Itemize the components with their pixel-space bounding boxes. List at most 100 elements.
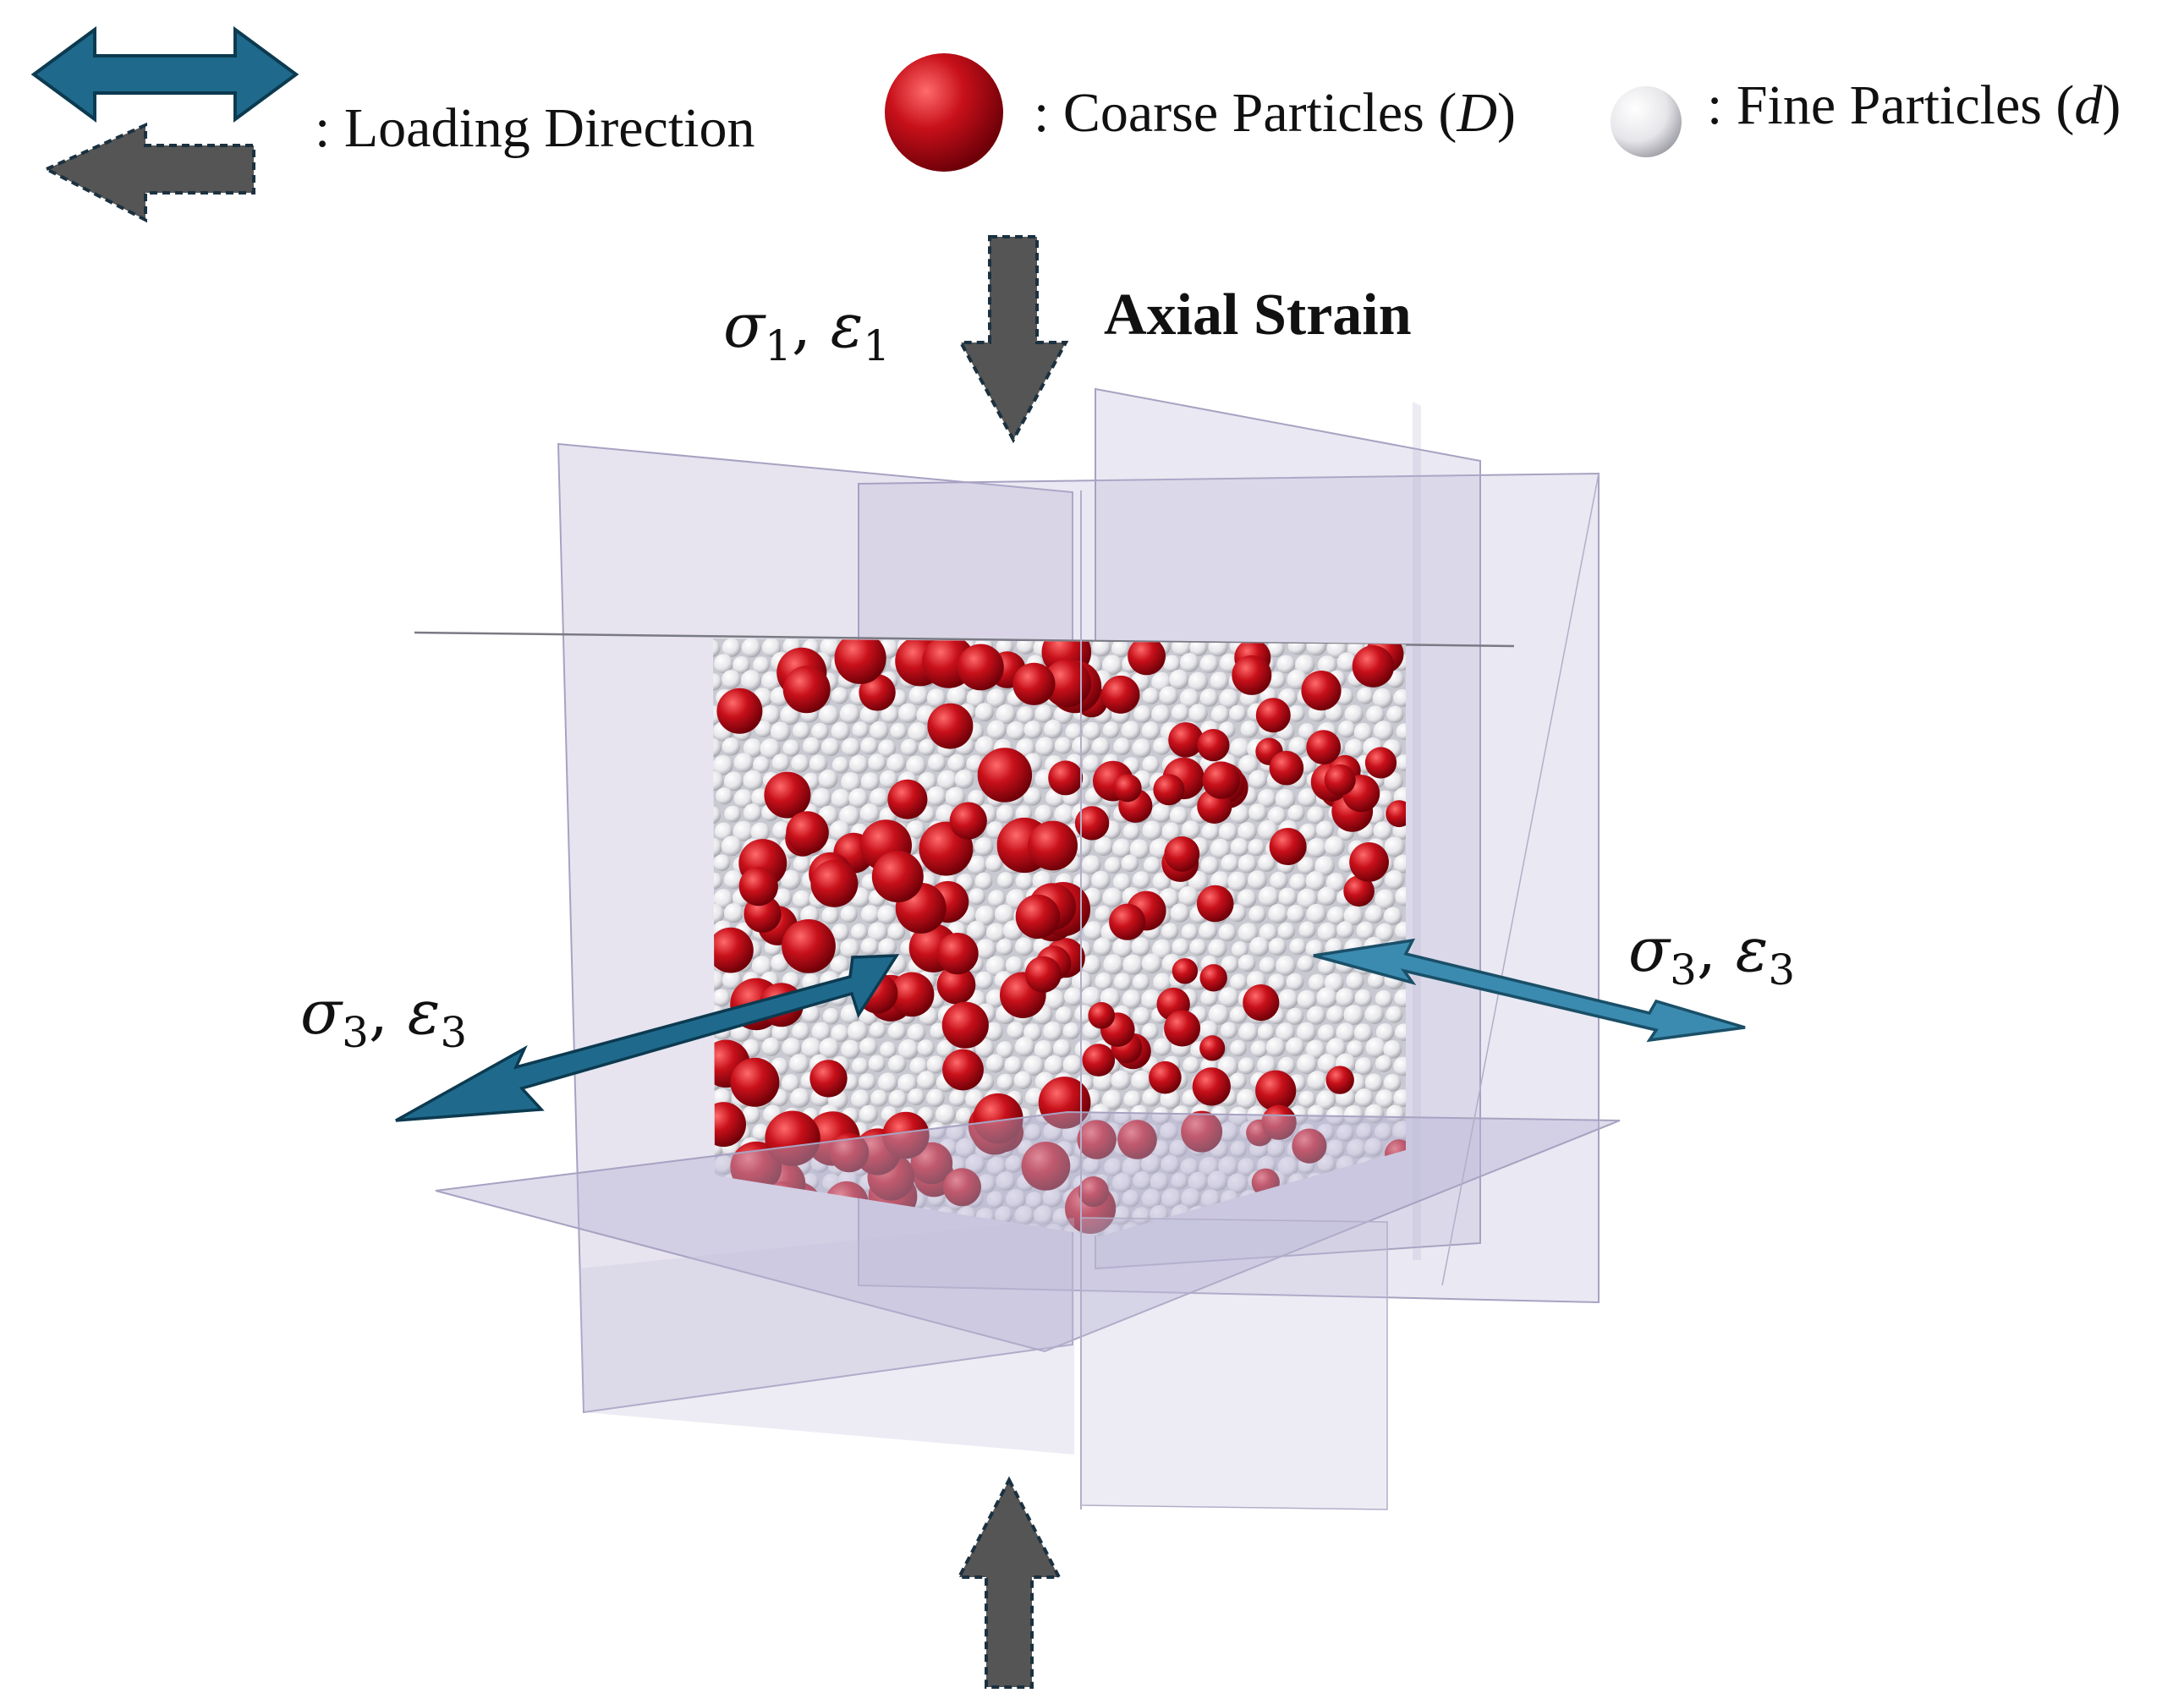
fine-particle xyxy=(1228,1106,1249,1127)
coarse-particle xyxy=(1269,828,1307,865)
fine-particle xyxy=(1006,1189,1026,1209)
fine-particle xyxy=(1353,1023,1373,1042)
fine-particle xyxy=(1180,653,1199,672)
fine-particle xyxy=(1287,804,1305,822)
fine-particle xyxy=(753,756,770,774)
fine-particle xyxy=(1318,1024,1336,1043)
legend-fine: : Fine Particles (d) xyxy=(1611,74,2121,157)
fine-particle xyxy=(811,722,829,741)
fine-particle xyxy=(955,1137,976,1159)
fine-particle xyxy=(1237,1158,1256,1176)
fine-particle xyxy=(1054,737,1072,754)
coarse-particle xyxy=(1343,875,1375,907)
fine-particle xyxy=(1201,823,1220,841)
fine-particle xyxy=(949,1089,967,1107)
fine-particle xyxy=(870,721,889,741)
fine-particle xyxy=(1230,737,1250,759)
fine-particle xyxy=(1365,1037,1386,1058)
fine-particle xyxy=(1373,821,1392,841)
left-lateral-arrow xyxy=(395,954,900,1122)
coarse-particle xyxy=(1172,958,1199,984)
fine-particle xyxy=(1210,705,1230,724)
fine-particle xyxy=(1221,854,1239,873)
fine-particle xyxy=(830,956,849,975)
fine-particle xyxy=(869,1022,886,1038)
fine-particle xyxy=(1183,1056,1200,1074)
fine-particle xyxy=(1024,1124,1042,1141)
fine-particle xyxy=(743,803,762,822)
fine-particle xyxy=(724,805,741,823)
fine-particle xyxy=(831,923,849,941)
fine-particle xyxy=(1324,973,1344,993)
fine-particle xyxy=(1338,721,1356,738)
coarse-particle xyxy=(1243,984,1280,1022)
fine-particle xyxy=(1336,1124,1354,1142)
coarse-particle xyxy=(1349,842,1389,882)
coarse-particle xyxy=(730,1057,780,1107)
fine-particle xyxy=(841,772,861,792)
fine-particle xyxy=(733,820,754,841)
fine-particle xyxy=(1343,906,1364,926)
fine-particle xyxy=(792,1022,810,1041)
fine-particle xyxy=(1121,854,1139,873)
fine-particle xyxy=(870,1089,888,1107)
fine-particle xyxy=(878,938,897,956)
fine-particle xyxy=(928,1121,947,1140)
fine-particle xyxy=(986,1157,1007,1176)
fine-particle xyxy=(1093,937,1112,956)
boundary-planes-front xyxy=(435,473,1621,1510)
fine-particle xyxy=(974,703,994,722)
coarse-particle xyxy=(1149,1060,1182,1094)
coarse-particle xyxy=(889,972,935,1017)
fine-particle xyxy=(1316,1090,1336,1110)
coarse-particle xyxy=(1028,820,1078,871)
plane-front-left xyxy=(579,1218,1074,1455)
fine-particle xyxy=(790,1088,810,1108)
fine-particle xyxy=(1055,1006,1073,1024)
fine-particle xyxy=(1268,938,1287,956)
fine-particle xyxy=(908,1088,925,1106)
fine-particle xyxy=(974,837,994,857)
fine-particle xyxy=(900,738,919,756)
coarse-particle xyxy=(1292,1128,1327,1164)
fine-particle xyxy=(1248,906,1266,923)
fine-particle xyxy=(1122,1189,1140,1208)
double-arrow-icon xyxy=(30,26,299,123)
fine-particle xyxy=(724,903,744,923)
fine-particle xyxy=(1200,856,1219,875)
fine-particle xyxy=(750,822,771,842)
fine-particle xyxy=(1268,671,1286,689)
fine-particle xyxy=(771,1023,790,1042)
fine-particle xyxy=(1062,1022,1080,1040)
fine-particle xyxy=(1104,857,1122,874)
fine-particle xyxy=(1289,938,1307,956)
fine-particle xyxy=(831,788,851,808)
fine-particle xyxy=(1306,1039,1325,1060)
fine-particle xyxy=(713,837,722,857)
fine-particle xyxy=(1265,1037,1286,1057)
fine-particle xyxy=(860,737,878,755)
fine-particle xyxy=(1131,1070,1152,1091)
fine-particle xyxy=(1257,1023,1276,1041)
coarse-particle xyxy=(1077,1120,1117,1159)
fine-particle xyxy=(995,1206,1013,1225)
fine-particle xyxy=(1366,705,1385,725)
fine-particle xyxy=(1082,754,1100,773)
fine-particle xyxy=(1277,1156,1298,1177)
coarse-particle xyxy=(1306,730,1342,764)
fine-particle xyxy=(996,1041,1014,1059)
fine-particle xyxy=(1336,1022,1356,1043)
legend-fine-label: : Fine Particles (d) xyxy=(1707,74,2121,136)
fine-particle xyxy=(1229,1072,1247,1090)
fine-particle xyxy=(1171,1172,1188,1190)
fine-particle xyxy=(1161,1188,1183,1209)
fine-particle xyxy=(1113,737,1131,755)
coarse-particle xyxy=(1164,836,1200,872)
fine-particle xyxy=(1081,986,1101,1007)
fine-particle xyxy=(860,772,880,792)
fine-particle xyxy=(1091,870,1111,890)
fine-particle xyxy=(1237,954,1256,973)
fine-particle xyxy=(1375,1055,1392,1072)
fine-particle xyxy=(1188,1171,1208,1192)
